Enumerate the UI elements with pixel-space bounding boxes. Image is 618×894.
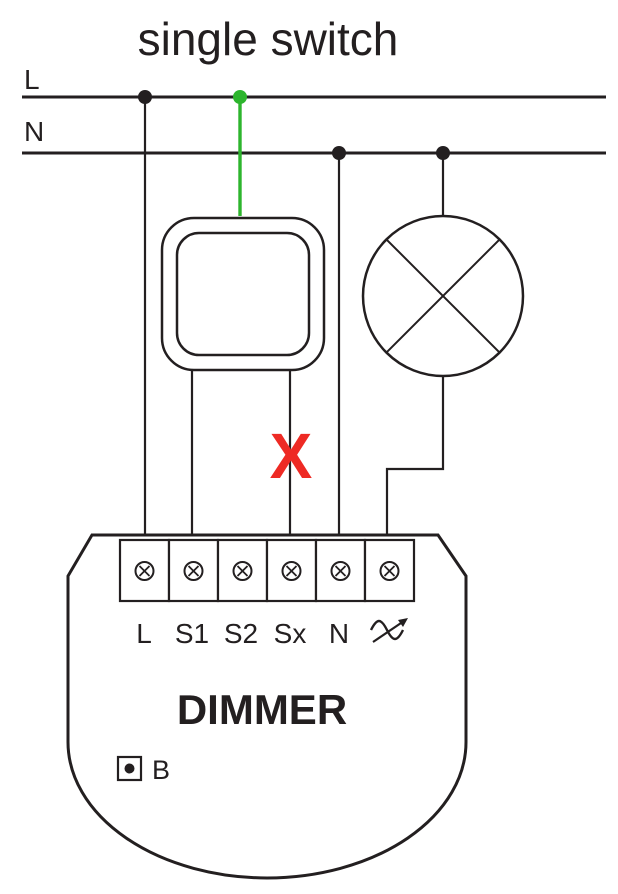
screw-terminal-icon (330, 561, 351, 581)
live-bus-label: L (24, 64, 40, 95)
terminal-L (118, 538, 171, 603)
terminal-S1 (167, 538, 220, 603)
terminal-label-N: N (329, 618, 349, 649)
neutral-bus-label: N (24, 116, 44, 147)
terminal-label-L: L (136, 618, 152, 649)
screw-terminal-icon (134, 561, 155, 581)
button-b[interactable] (116, 755, 143, 782)
wall-switch-icon (160, 216, 326, 372)
screw-terminal-icon (183, 561, 204, 581)
dimmer-module (66, 533, 468, 880)
terminal-label-Sx: Sx (274, 618, 307, 649)
screw-terminal-icon (232, 561, 253, 581)
button-b-dot (124, 763, 135, 774)
terminal-block (118, 538, 416, 603)
screw-terminal-icon (281, 561, 302, 581)
terminal-label-S2: S2 (224, 618, 258, 649)
junctions (138, 90, 450, 160)
terminal-OUT (363, 538, 416, 603)
disconnect-mark: X (270, 420, 313, 492)
junction-dot-live-switch (233, 90, 247, 104)
terminal-housing (314, 538, 367, 603)
terminal-labels: L S1 S2 Sx N (136, 618, 349, 649)
terminal-N (314, 538, 367, 603)
wires (143, 97, 445, 540)
screw-terminal-icon (379, 561, 400, 581)
junction-dot (436, 146, 450, 160)
button-b-label: B (152, 755, 170, 785)
terminal-label-S1: S1 (175, 618, 209, 649)
terminal-Sx (265, 538, 318, 603)
terminal-S2 (216, 538, 269, 603)
diagram-title: single switch (138, 13, 399, 65)
dimmer-name: DIMMER (177, 686, 347, 733)
junction-dot (138, 90, 152, 104)
junction-dot (332, 146, 346, 160)
lamp-icon (361, 214, 525, 378)
dimmer-output-icon (369, 618, 408, 643)
wire-lamp-to-output (385, 376, 445, 540)
